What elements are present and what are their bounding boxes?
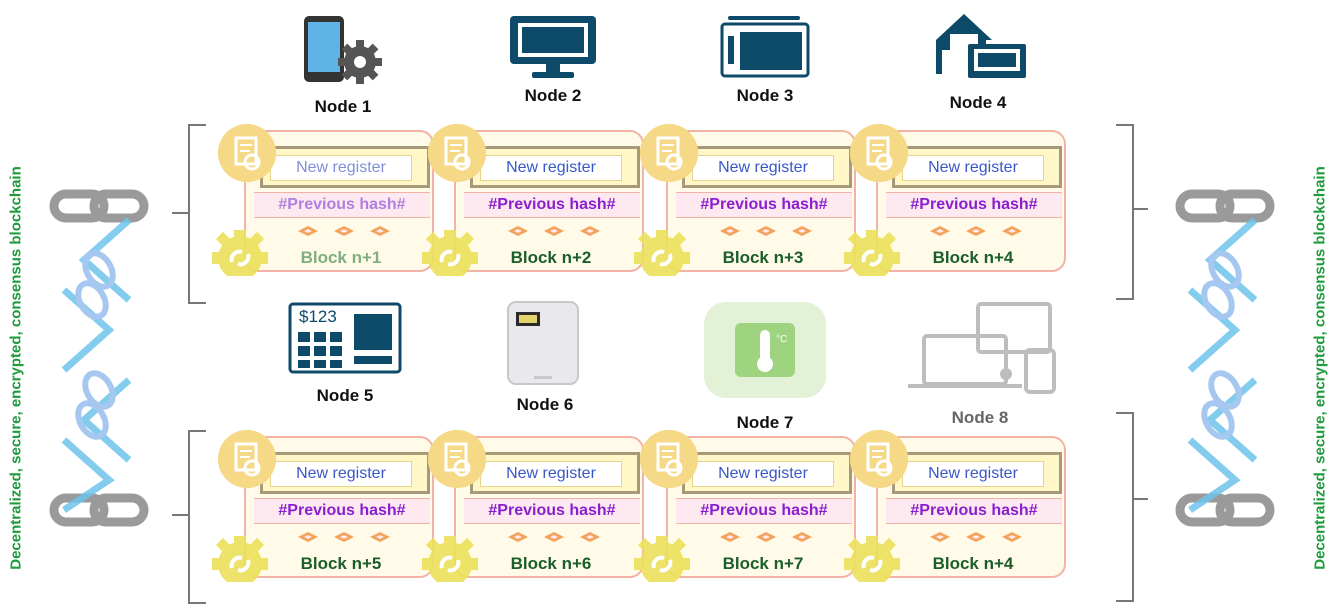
- bracket-tick: [172, 514, 188, 516]
- block: New register #Previous hash# Block n+3: [634, 124, 858, 280]
- previous-hash-label: #Previous hash#: [886, 192, 1062, 218]
- gear-link-icon: [208, 534, 272, 587]
- block: New register #Previous hash# Block n+2: [422, 124, 646, 280]
- block: New register #Previous hash# Block n+7: [634, 430, 858, 586]
- node-8-label: Node 8: [951, 408, 1009, 427]
- previous-hash-label: #Previous hash#: [464, 498, 640, 524]
- block-name: Block n+2: [510, 248, 592, 267]
- node-6-label: Node 6: [516, 395, 574, 414]
- devices-icon: [908, 302, 1056, 394]
- node-1-label: Node 1: [314, 97, 372, 116]
- register-box: New register: [260, 452, 430, 494]
- gear-link-icon: [630, 534, 694, 587]
- ellipsis-icon: [928, 530, 1028, 542]
- previous-hash-label: #Previous hash#: [254, 498, 430, 524]
- thermometer-icon: °C: [704, 302, 826, 398]
- ellipsis-icon: [296, 530, 396, 542]
- block-name: Block n+3: [722, 248, 804, 267]
- previous-hash-label: #Previous hash#: [886, 498, 1062, 524]
- right-side-caption: Decentralized, secure, encrypted, consen…: [1311, 166, 1329, 570]
- block: New register #Previous hash# Block n+6: [422, 430, 646, 586]
- register-box: New register: [892, 146, 1062, 188]
- register-label: New register: [480, 155, 622, 181]
- ellipsis-icon: [296, 224, 396, 236]
- previous-hash-label: #Previous hash#: [676, 192, 852, 218]
- gear-link-icon: [630, 228, 694, 281]
- right-chain-icon: [1175, 189, 1275, 527]
- bottom-right-bracket: [1116, 412, 1134, 602]
- bracket-tick: [1132, 498, 1148, 500]
- ellipsis-icon: [928, 224, 1028, 236]
- block-name: Block n+7: [722, 554, 804, 573]
- svg-text:°C: °C: [776, 334, 787, 345]
- bracket-tick: [172, 212, 188, 214]
- smart-card-icon: [507, 301, 579, 385]
- previous-hash-label: #Previous hash#: [464, 192, 640, 218]
- ellipsis-icon: [506, 224, 606, 236]
- block: New register #Previous hash# Block n+5: [212, 430, 436, 586]
- register-box: New register: [470, 452, 640, 494]
- gear-link-icon: [418, 534, 482, 587]
- block: New register #Previous hash# Block n+4: [844, 430, 1068, 586]
- register-box: New register: [260, 146, 430, 188]
- register-label: New register: [692, 461, 834, 487]
- register-box: New register: [682, 146, 852, 188]
- pos-amount: $123: [299, 307, 337, 326]
- ellipsis-icon: [718, 530, 818, 542]
- node-4-label: Node 4: [949, 93, 1007, 112]
- block: New register #Previous hash# Block n+1: [212, 124, 436, 280]
- bottom-left-bracket: [188, 430, 206, 604]
- certificate-icon: [640, 124, 698, 182]
- register-label: New register: [270, 155, 412, 181]
- register-label: New register: [902, 461, 1044, 487]
- node-2-label: Node 2: [524, 86, 582, 105]
- certificate-icon: [850, 430, 908, 488]
- block-name: Block n+4: [932, 248, 1014, 267]
- monitor-icon: [510, 16, 596, 78]
- register-box: New register: [892, 452, 1062, 494]
- ellipsis-icon: [506, 530, 606, 542]
- top-left-bracket: [188, 124, 206, 304]
- gear-link-icon: [208, 228, 272, 281]
- certificate-icon: [428, 430, 486, 488]
- previous-hash-label: #Previous hash#: [676, 498, 852, 524]
- node-3-label: Node 3: [736, 86, 794, 105]
- node-5-label: Node 5: [316, 386, 374, 405]
- block: New register #Previous hash# Block n+4: [844, 124, 1068, 280]
- left-chain-icon: [49, 189, 149, 527]
- register-box: New register: [470, 146, 640, 188]
- top-right-bracket: [1116, 124, 1134, 300]
- block-name: Block n+6: [510, 554, 592, 573]
- register-label: New register: [480, 461, 622, 487]
- ellipsis-icon: [718, 224, 818, 236]
- home-computer-icon: [936, 14, 1026, 78]
- certificate-icon: [428, 124, 486, 182]
- bracket-tick: [1132, 208, 1148, 210]
- gear-link-icon: [840, 228, 904, 281]
- register-label: New register: [692, 155, 834, 181]
- register-box: New register: [682, 452, 852, 494]
- left-side-caption: Decentralized, secure, encrypted, consen…: [7, 166, 25, 570]
- tablet-gear-icon: [304, 16, 382, 84]
- certificate-icon: [218, 124, 276, 182]
- tablet-pen-icon: [720, 16, 810, 78]
- block-name: Block n+4: [932, 554, 1014, 573]
- certificate-icon: [850, 124, 908, 182]
- pos-terminal-icon: [288, 302, 402, 374]
- previous-hash-label: #Previous hash#: [254, 192, 430, 218]
- certificate-icon: [640, 430, 698, 488]
- block-name: Block n+1: [300, 248, 382, 267]
- register-label: New register: [270, 461, 412, 487]
- register-label: New register: [902, 155, 1044, 181]
- certificate-icon: [218, 430, 276, 488]
- gear-link-icon: [418, 228, 482, 281]
- block-name: Block n+5: [300, 554, 382, 573]
- gear-link-icon: [840, 534, 904, 587]
- node-7-label: Node 7: [736, 413, 794, 432]
